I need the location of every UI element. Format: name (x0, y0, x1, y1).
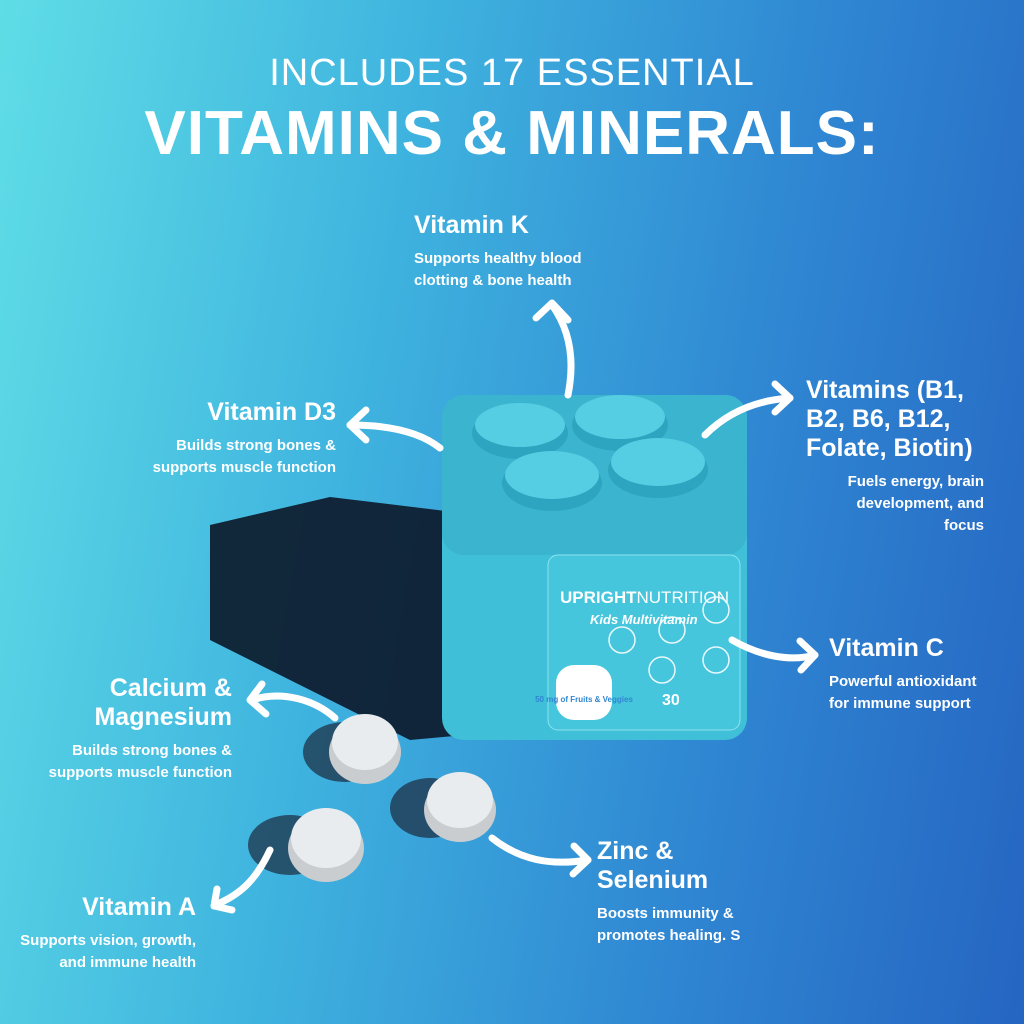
callout-desc: Powerful antioxidant for immune support (829, 673, 977, 712)
arrow-vitamin-d3 (346, 421, 444, 452)
callout-vitamin-k: Vitamin K Supports healthy blood clottin… (414, 211, 582, 292)
callout-title: Vitamin A (82, 893, 196, 921)
badge-icon-4 (648, 656, 676, 684)
headline-title: VITAMINS & MINERALS: (144, 99, 880, 168)
callout-desc: Supports vision, growth, and immune heal… (20, 932, 196, 971)
callout-title: Zinc & Selenium (597, 837, 709, 894)
callout-vitamins-b: Vitamins (B1, B2, B6, B12, Folate, Bioti… (806, 376, 1016, 537)
callout-desc: Builds strong bones & supports muscle fu… (152, 437, 336, 476)
arrow-calcium (248, 692, 339, 722)
tablet-2 (390, 772, 496, 842)
callout-vitamin-c: Vitamin C Powerful antioxidant for immun… (829, 634, 977, 715)
badge-icon-3 (702, 596, 730, 624)
callout-calcium-magnesium: Calcium & Magnesium Builds strong bones … (14, 674, 232, 784)
callout-zinc-selenium: Zinc & Selenium Boosts immunity & promot… (597, 837, 740, 947)
callout-desc: Supports healthy blood clotting & bone h… (414, 250, 582, 289)
arrow-zinc (488, 834, 592, 866)
svg-text:50 mg of Fruits & Veggies: 50 mg of Fruits & Veggies (535, 695, 633, 704)
headline-subtitle: INCLUDES 17 ESSENTIAL (269, 52, 755, 94)
callout-desc: Boosts immunity & promotes healing. S (597, 905, 741, 944)
box-caps (472, 395, 708, 511)
arrow-vitamins-b (701, 394, 794, 439)
callout-title: Calcium & Magnesium (94, 674, 232, 731)
callout-title: Vitamin C (829, 634, 944, 662)
callout-desc: Fuels energy, brain development, and foc… (847, 473, 984, 534)
fruits-badge (556, 665, 612, 720)
callout-title: Vitamin K (414, 211, 529, 239)
badge-icon-5 (702, 646, 730, 674)
callout-title: Vitamins (B1, B2, B6, B12, Folate, Bioti… (806, 376, 973, 462)
callout-vitamin-a: Vitamin A Supports vision, growth, and i… (8, 893, 196, 974)
callout-title: Vitamin D3 (207, 398, 336, 426)
tablet-count: 30 (662, 692, 680, 709)
badge-icon-2 (658, 616, 686, 644)
callout-desc: Builds strong bones & supports muscle fu… (48, 742, 232, 781)
badge-icon-1 (608, 626, 636, 654)
product-subtitle: Kids Multivitamin (590, 612, 698, 627)
tablet-1 (303, 714, 401, 784)
tablet-3 (248, 808, 364, 882)
callout-vitamin-d3: Vitamin D3 Builds strong bones & support… (110, 398, 336, 479)
arrow-vitamin-a (211, 846, 274, 909)
arrow-vitamin-c (728, 636, 819, 662)
